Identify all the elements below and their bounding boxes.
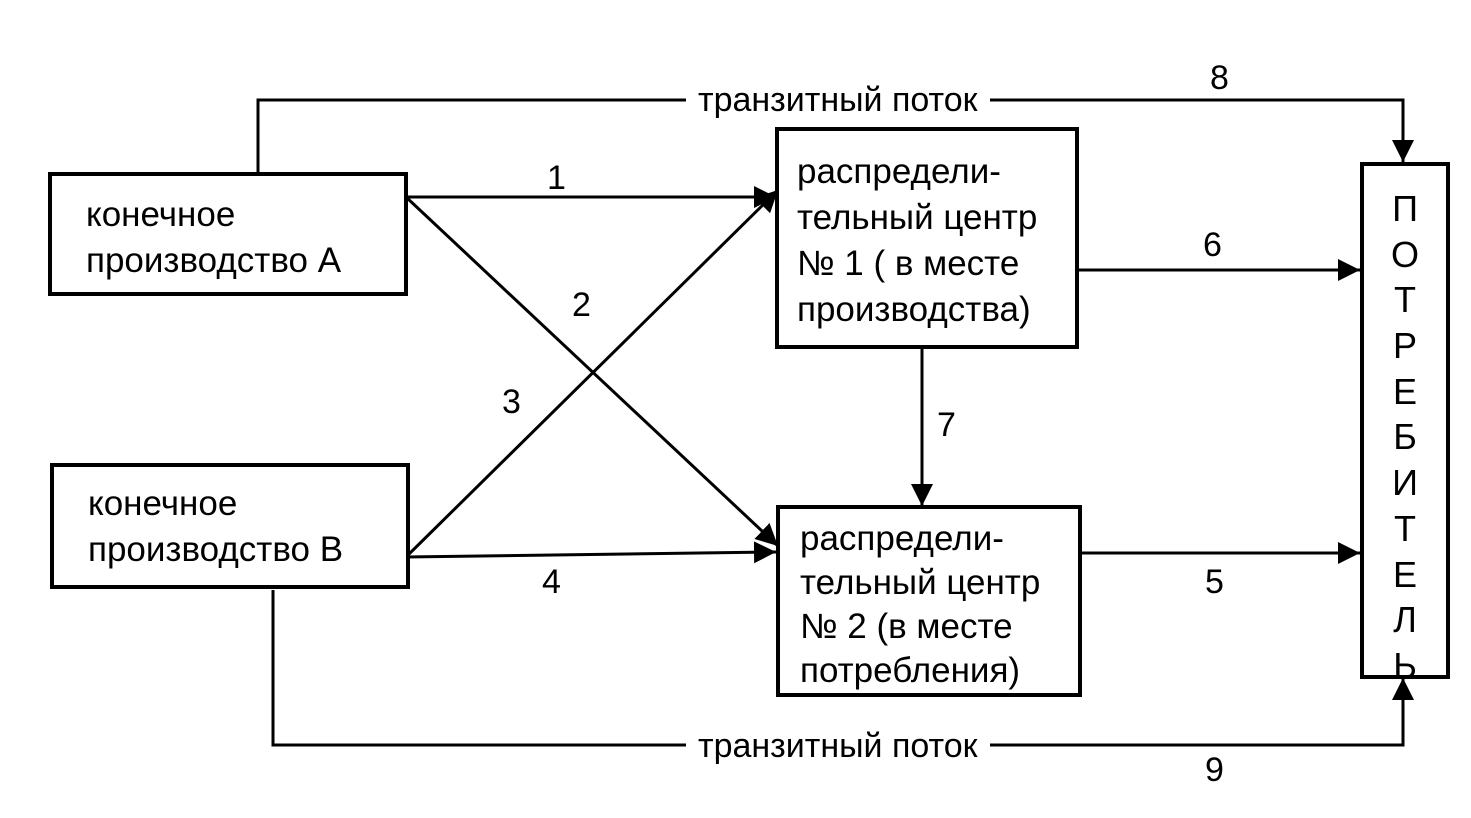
- dc1-line-2: тельный центр: [797, 198, 1038, 237]
- production-a-box: конечное производство А: [48, 172, 408, 296]
- flow-3-arrow: [404, 188, 780, 559]
- consumer-letter: Т: [1394, 279, 1416, 321]
- consumer-letter: Е: [1392, 553, 1417, 595]
- flow-7-label: 7: [937, 406, 956, 444]
- flow-5-label: 5: [1205, 563, 1224, 601]
- consumer-letter: Ь: [1393, 644, 1417, 686]
- dc2-line-4: потребления): [800, 651, 1021, 690]
- production-b-line-1: конечное: [88, 484, 238, 523]
- production-b-line-2: производство В: [88, 530, 344, 569]
- flow-1-label: 1: [547, 159, 566, 197]
- production-a-line-1: конечное: [86, 195, 236, 234]
- flow-6-label: 6: [1203, 226, 1222, 264]
- consumer-letter: Л: [1393, 599, 1417, 641]
- flow-3-label: 3: [502, 383, 521, 421]
- consumer-label: П О Т Р Е Б И Т Е Л Ь: [1364, 186, 1446, 689]
- flow-2-label: 2: [572, 286, 591, 324]
- consumer-letter: Е: [1392, 370, 1417, 412]
- consumer-letter: П: [1392, 188, 1418, 229]
- dc1-line-4: производства): [797, 290, 1031, 329]
- dc2-line-1: распредели-: [800, 519, 1004, 558]
- consumer-letter: Т: [1394, 507, 1416, 549]
- consumer-box: П О Т Р Е Б И Т Е Л Ь: [1360, 162, 1450, 686]
- distribution-center-2-box: распредели- тельный центр № 2 (в месте п…: [776, 505, 1082, 697]
- transit-flow-bottom-label: транзитный поток: [686, 726, 990, 766]
- dc1-line-1: распредели-: [797, 152, 1001, 191]
- production-a-line-2: производство А: [86, 241, 342, 280]
- dc2-line-2: тельный центр: [800, 563, 1041, 602]
- transit-flow-top-label: транзитный поток: [686, 80, 990, 120]
- flow-4-arrow: [405, 541, 777, 564]
- flow-9-label: 9: [1205, 751, 1224, 789]
- consumer-letter: О: [1390, 233, 1419, 275]
- consumer-letter: Б: [1393, 416, 1417, 458]
- distribution-center-1-box: распредели- тельный центр № 1 ( в месте …: [775, 127, 1079, 349]
- dc1-line-3: № 1 ( в месте: [797, 244, 1020, 283]
- consumer-letter: Р: [1392, 325, 1417, 367]
- flow-4-label: 4: [542, 563, 561, 601]
- flow-8-label: 8: [1210, 59, 1229, 97]
- dc2-line-3: № 2 (в месте: [800, 607, 1013, 646]
- production-b-box: конечное производство В: [50, 463, 410, 589]
- consumer-letter: И: [1392, 462, 1418, 504]
